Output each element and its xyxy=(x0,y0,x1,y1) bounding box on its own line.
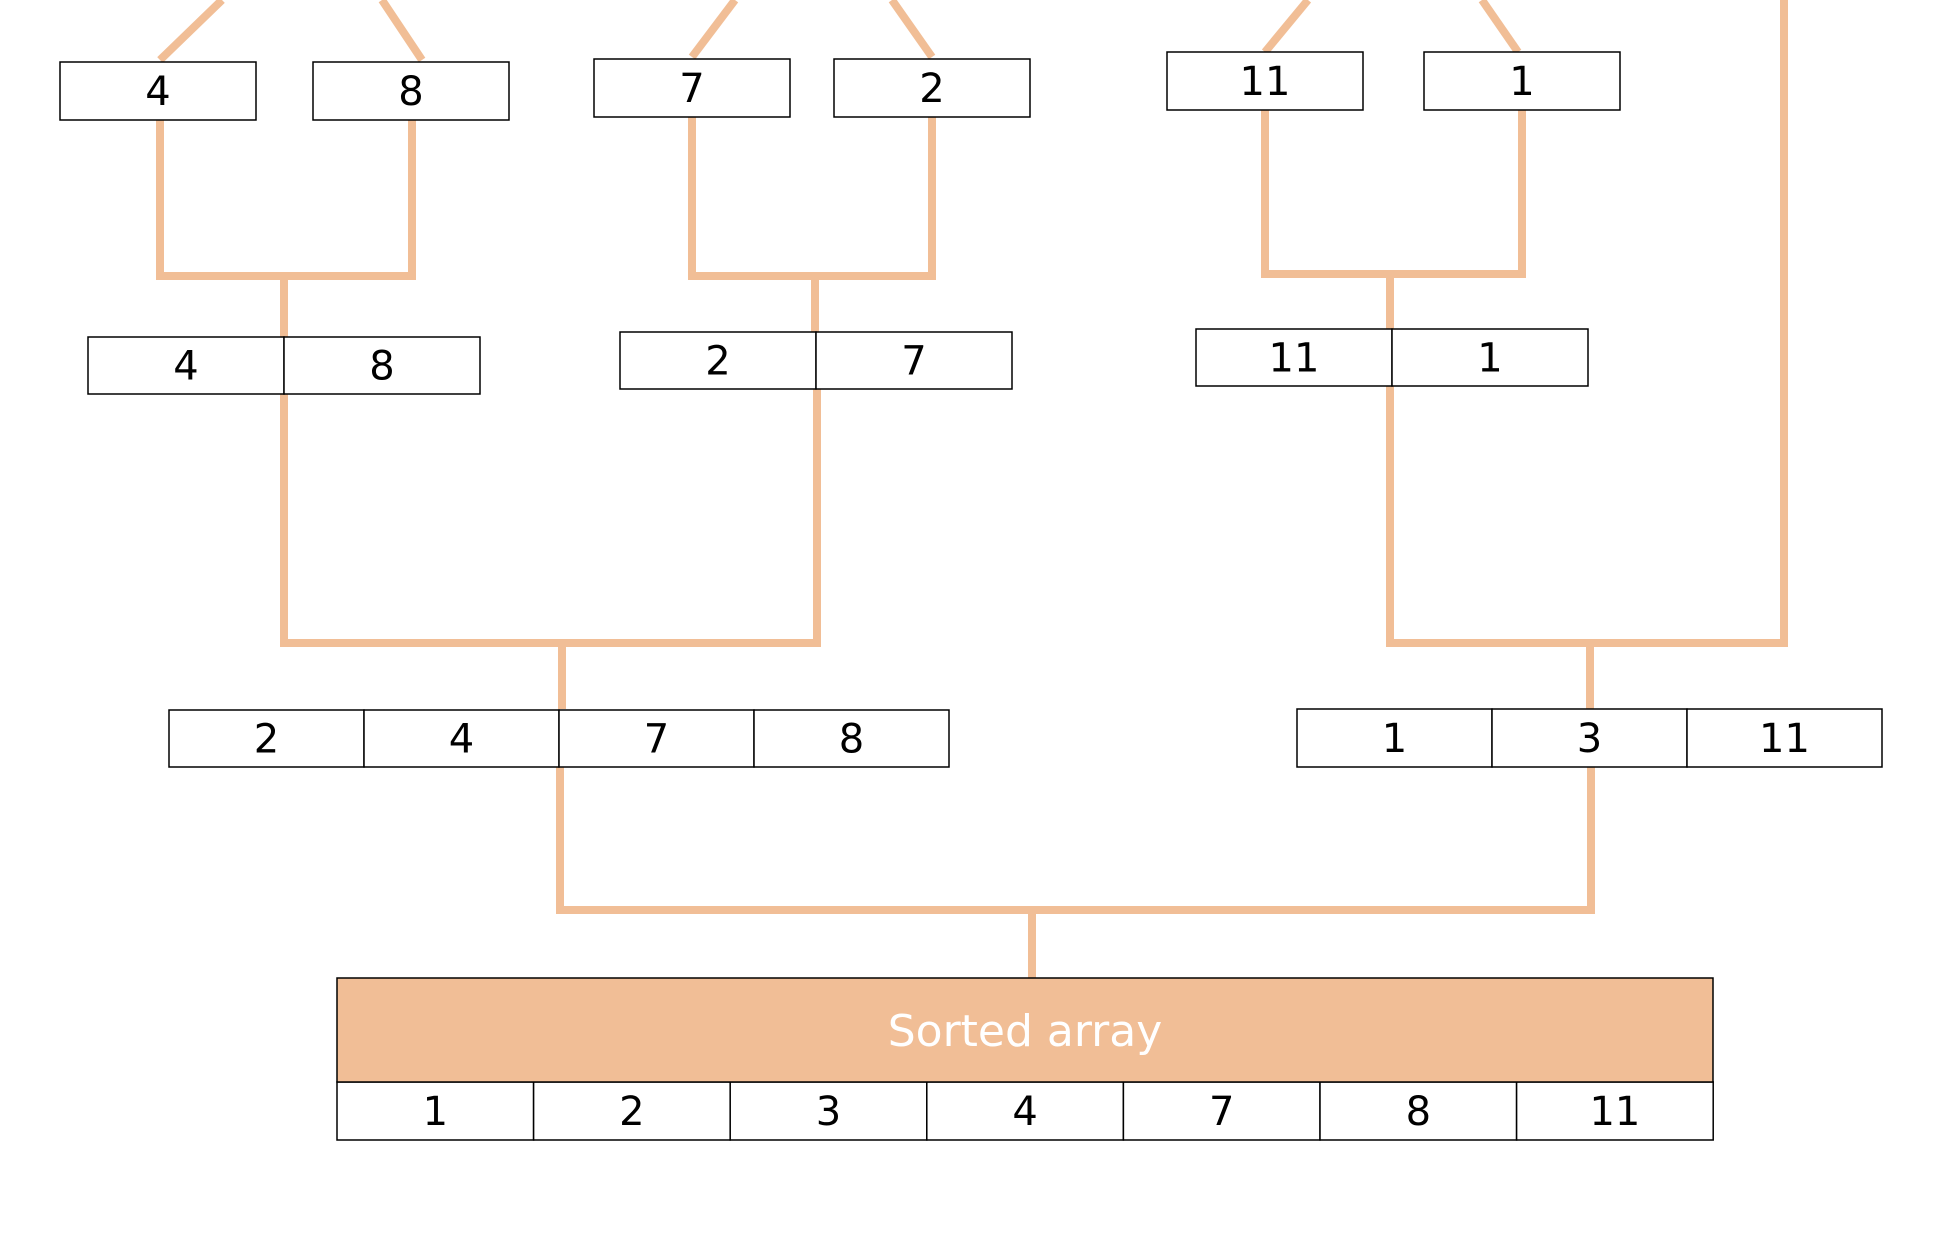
level1-box: 11 xyxy=(1166,51,1364,111)
level1-box-value: 1 xyxy=(1509,59,1534,105)
level3-array-left-value: 8 xyxy=(839,717,864,763)
sorted-array-values-value: 2 xyxy=(619,1089,644,1135)
sorted-array-values-value: 8 xyxy=(1406,1089,1431,1135)
level2-array-cell xyxy=(619,331,817,390)
level1-box-box xyxy=(593,58,791,118)
level3-array-right: 1 3 11 xyxy=(1296,708,1883,768)
link-in-1 xyxy=(1478,0,1522,55)
link-in-8 xyxy=(378,0,426,63)
level3-array-right-cell xyxy=(1686,708,1883,768)
link-in-2 xyxy=(888,0,936,60)
level2-array-value: 2 xyxy=(705,339,730,385)
level3-array-right-value: 1 xyxy=(1382,716,1407,762)
level2-array-cell xyxy=(815,331,1013,390)
level1-box-value: 11 xyxy=(1240,59,1291,105)
sorted-array-values-value: 1 xyxy=(423,1089,448,1135)
level3-array-right-value: 3 xyxy=(1577,716,1602,762)
sorted-array-banner: Sorted array xyxy=(336,977,1714,1083)
sorted-array-values: 1 2 3 4 7 8 11 xyxy=(336,1081,1714,1141)
link-in-4 xyxy=(157,0,225,63)
link-merge-111-3 xyxy=(1386,386,1594,709)
level2-array-value: 7 xyxy=(901,339,926,385)
level3-array-right-cell xyxy=(1296,708,1493,768)
link-merge-11-1 xyxy=(1261,108,1526,329)
level2-array-cell xyxy=(1195,328,1393,387)
level3-array-right-cell xyxy=(1491,708,1688,768)
sorted-array-values-cell xyxy=(1515,1081,1714,1141)
level2-array-value: 11 xyxy=(1269,336,1320,382)
level2-array-value: 1 xyxy=(1477,336,1502,382)
level1-box-box xyxy=(1423,51,1621,111)
level3-array-left-cell xyxy=(363,709,560,768)
level1-box-value: 7 xyxy=(679,66,704,112)
level1-box-box xyxy=(833,58,1031,118)
level1-box-value: 4 xyxy=(145,69,170,115)
sorted-array-title: Sorted array xyxy=(888,1006,1163,1057)
level1-box: 4 xyxy=(59,61,257,121)
link-in-7 xyxy=(688,0,739,60)
link-merge-48-27 xyxy=(280,388,821,709)
level2-array-cell xyxy=(283,336,481,395)
level3-array-left-value: 2 xyxy=(254,717,279,763)
connector-lines xyxy=(156,0,1788,978)
link-merge-4-8 xyxy=(156,120,416,337)
level3-array-left-value: 4 xyxy=(449,717,474,763)
level2-array-value: 4 xyxy=(173,344,198,390)
level3-array-left-cell xyxy=(753,709,950,768)
level3-array-left-cell xyxy=(168,709,365,768)
level1-box-box xyxy=(59,61,257,121)
sorted-array-banner-box xyxy=(336,977,1714,1083)
level3-array-left-cell xyxy=(558,709,755,768)
level1-box-value: 8 xyxy=(398,69,423,115)
level1-box: 8 xyxy=(312,61,510,121)
level1-box-value: 2 xyxy=(919,66,944,112)
sorted-array-values-value: 11 xyxy=(1589,1089,1640,1135)
sorted-array-values-cell xyxy=(336,1081,535,1141)
level1-box: 7 xyxy=(593,58,791,118)
level3-array-left: 2 4 7 8 xyxy=(168,709,950,768)
sorted-array-values-value: 7 xyxy=(1209,1089,1234,1135)
sorted-array-values-cell xyxy=(926,1081,1125,1141)
sorted-array-values-value: 4 xyxy=(1012,1089,1037,1135)
level1-box-box xyxy=(1166,51,1364,111)
level3-array-left-value: 7 xyxy=(644,717,669,763)
level2-array-cell xyxy=(1391,328,1589,387)
sorted-array-values-value: 3 xyxy=(816,1089,841,1135)
level1-box: 1 xyxy=(1423,51,1621,111)
level1-box: 2 xyxy=(833,58,1031,118)
link-merge-7-2 xyxy=(688,117,936,332)
link-merge-final xyxy=(556,767,1595,978)
sorted-array-values-cell xyxy=(532,1081,731,1141)
level1-box-box xyxy=(312,61,510,121)
level3-array-right-value: 11 xyxy=(1759,716,1810,762)
link-in-3 xyxy=(1590,0,1788,647)
level2-array-value: 8 xyxy=(369,344,394,390)
link-in-11 xyxy=(1261,0,1312,55)
